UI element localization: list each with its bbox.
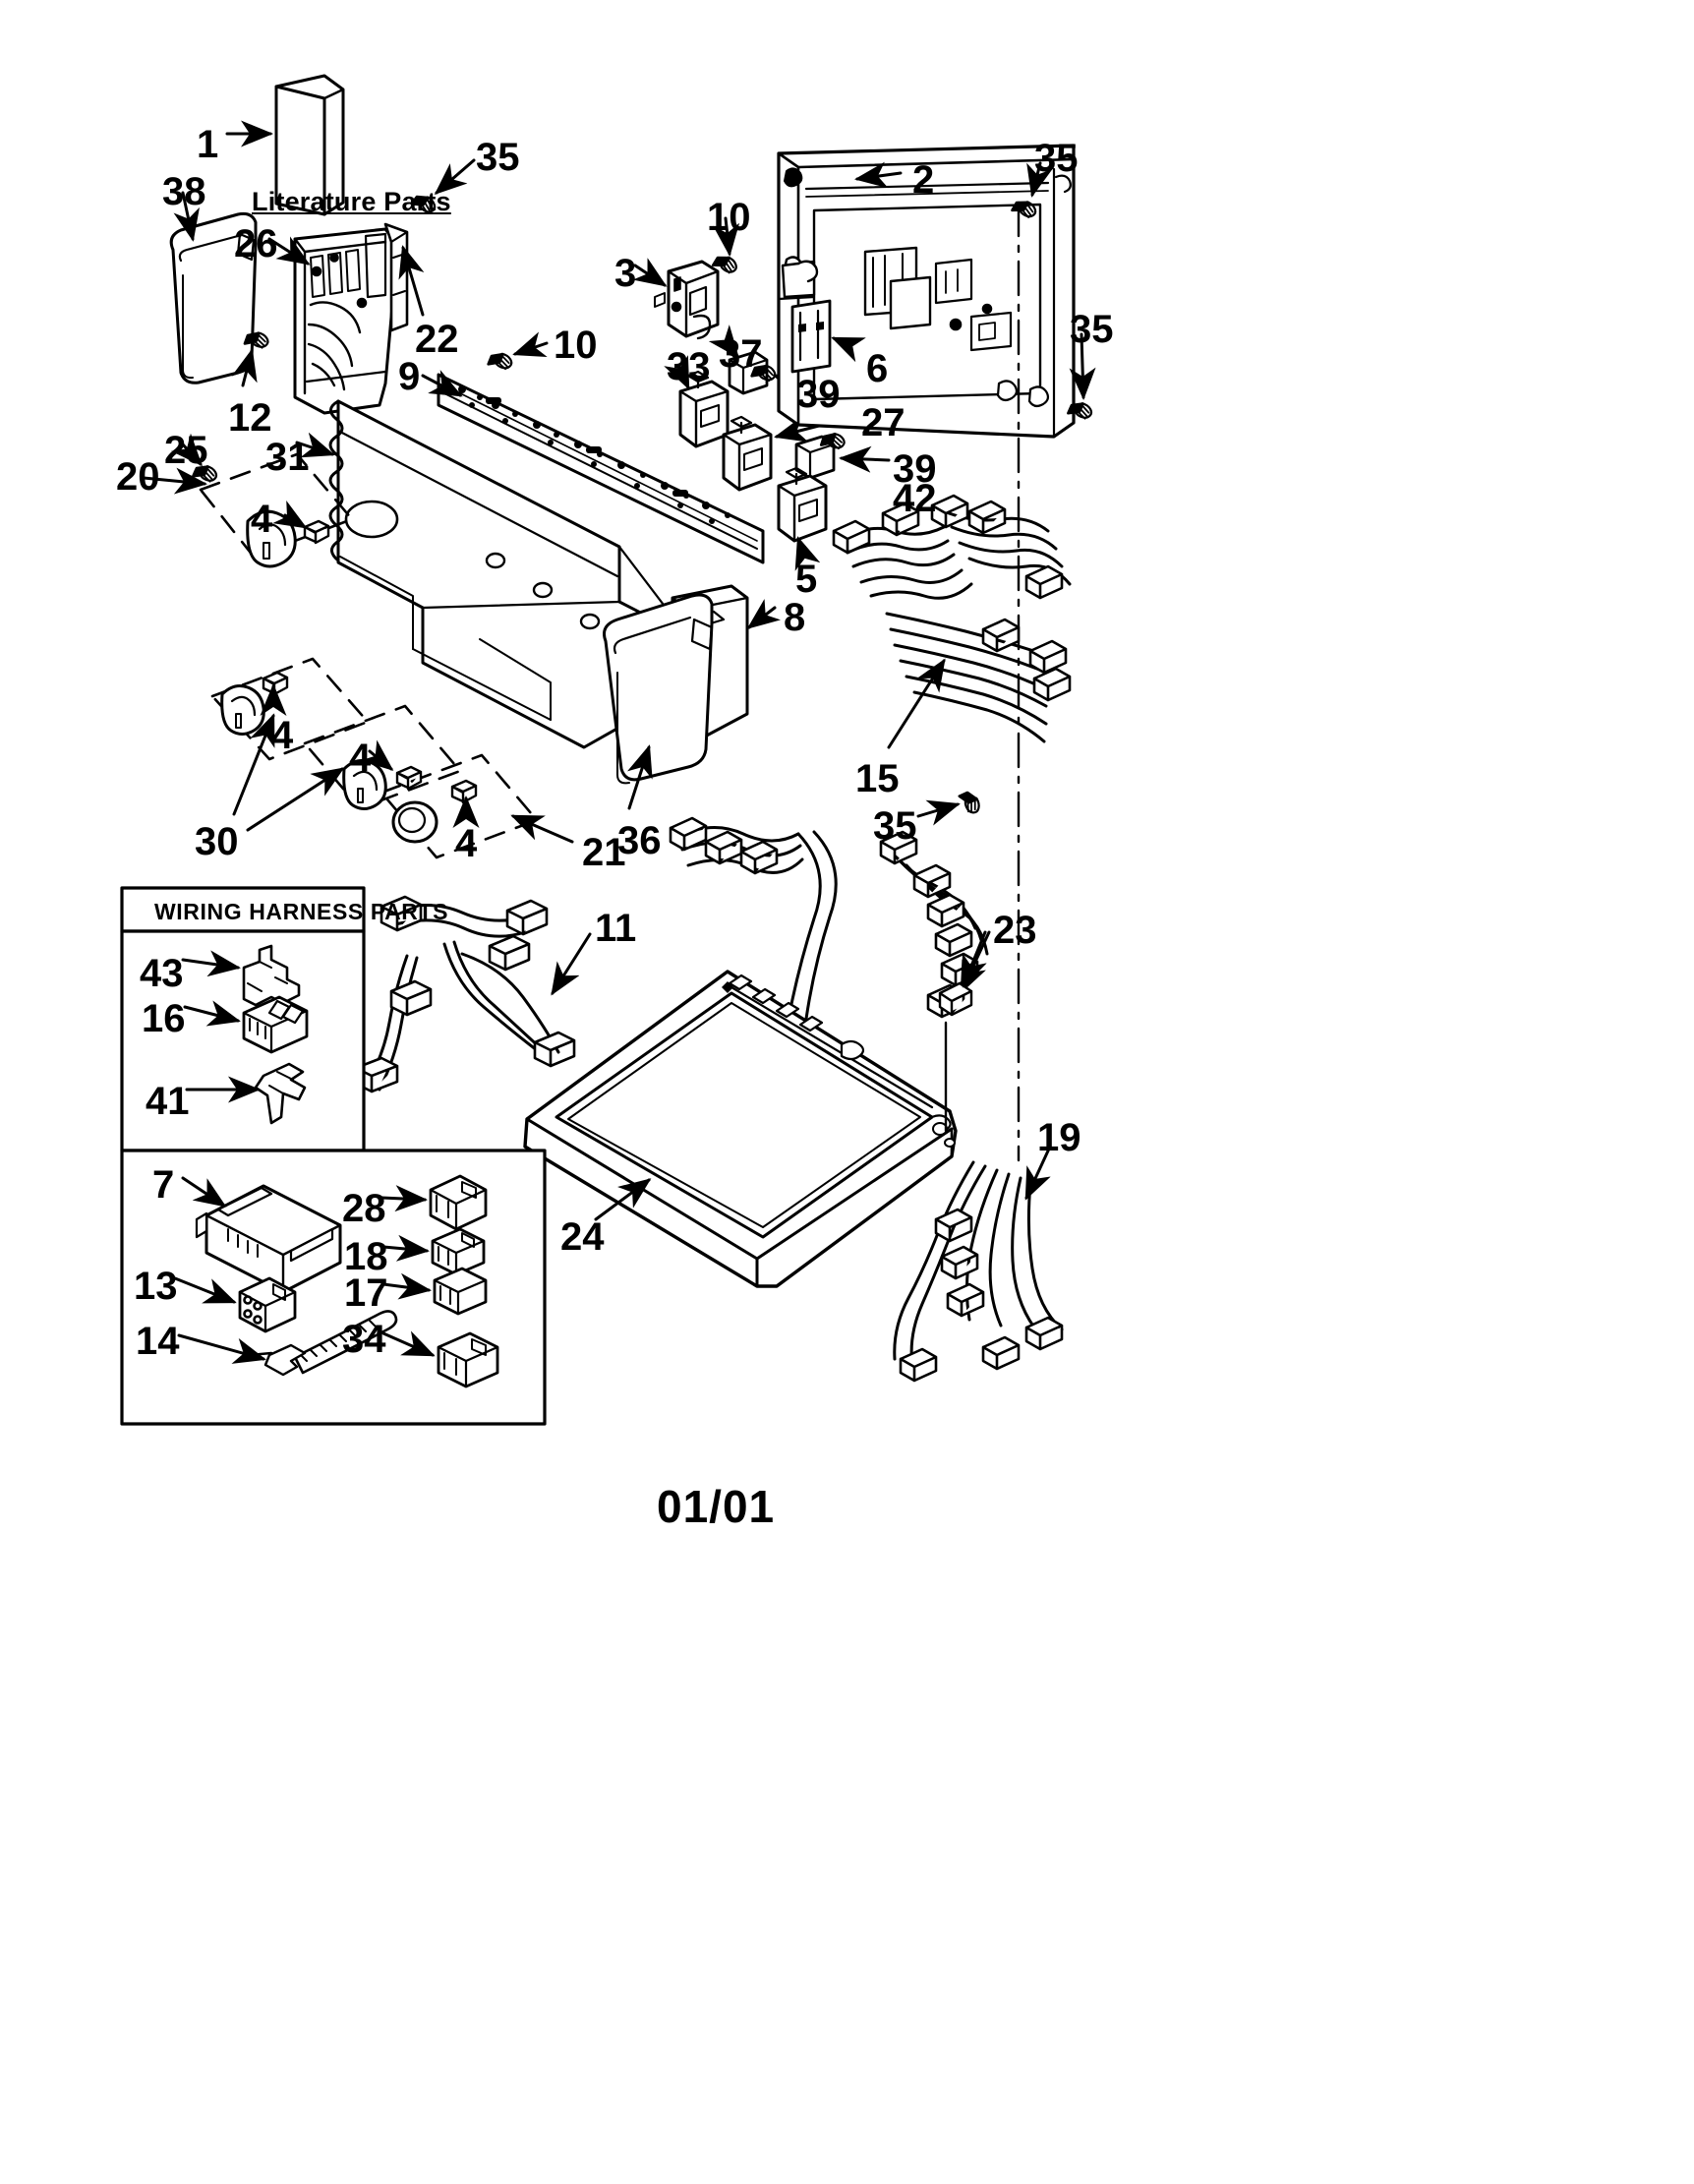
part-9-console-rail	[437, 373, 765, 564]
part-28-connector	[429, 1174, 488, 1231]
callout-35-d: 35	[873, 804, 917, 848]
callout-37: 37	[719, 332, 763, 376]
callout-7: 7	[152, 1163, 175, 1207]
callout-36: 36	[617, 819, 662, 862]
callout-26: 26	[234, 222, 278, 266]
group-20-dashed-box	[199, 452, 354, 559]
part-36-trim-handle	[603, 593, 714, 785]
part-knob-d	[391, 800, 438, 844]
part-27-switch	[722, 415, 773, 492]
callout-20: 20	[116, 455, 160, 499]
literature-parts-label: Literature Parts	[252, 187, 451, 216]
part-33-switch	[678, 370, 730, 448]
callout-3: 3	[614, 252, 637, 295]
callout-31: 31	[265, 436, 310, 479]
callout-16: 16	[142, 997, 186, 1040]
part-13-connector	[238, 1276, 297, 1333]
callout-39-a: 39	[796, 373, 841, 416]
callout-15: 15	[855, 757, 900, 800]
callout-4-d: 4	[455, 822, 478, 865]
callout-10-a: 10	[707, 196, 751, 239]
part-10-screw-b	[487, 348, 515, 374]
part-35-screw-d	[958, 789, 983, 817]
callout-2: 2	[912, 158, 935, 202]
part-5-switch	[777, 466, 828, 543]
callout-19: 19	[1037, 1116, 1081, 1159]
part-16-connector	[242, 995, 309, 1054]
callout-35-b: 35	[1034, 137, 1079, 180]
callout-8: 8	[784, 596, 806, 639]
part-23-harness-clip	[669, 816, 989, 1021]
callout-1: 1	[197, 123, 219, 166]
callout-25: 25	[164, 429, 208, 472]
part-4-collar-b	[262, 671, 289, 696]
part-37-terminal-block	[728, 350, 769, 395]
callout-35-a: 35	[476, 136, 520, 179]
part-7-connector-block	[195, 1184, 342, 1294]
wiring-harness-box-title: WIRING HARNESS PARTS	[154, 899, 449, 924]
part-14-cable-tie	[248, 1310, 398, 1377]
callout-24: 24	[560, 1215, 605, 1259]
callout-33: 33	[667, 345, 711, 388]
callout-9: 9	[398, 355, 421, 398]
part-26-control-module	[293, 227, 395, 415]
part-knob-b	[220, 684, 265, 736]
callout-38: 38	[162, 170, 206, 213]
callout-18: 18	[344, 1235, 388, 1278]
part-42-terminal-block	[794, 435, 836, 480]
part-11-wire-harness-center	[354, 895, 576, 1093]
part-17-connector	[433, 1267, 488, 1316]
part-19-wire-harness-lower	[893, 1160, 1064, 1383]
callout-41: 41	[146, 1080, 190, 1123]
part-34-connector	[437, 1331, 499, 1388]
callout-27: 27	[861, 401, 905, 444]
part-6-bracket	[790, 299, 832, 374]
part-23-clip	[938, 981, 973, 1017]
callout-5: 5	[795, 558, 818, 601]
callout-14: 14	[136, 1320, 180, 1363]
part-15-wire-harness-upper	[832, 494, 1072, 743]
callout-21: 21	[582, 831, 626, 874]
callout-28: 28	[342, 1187, 386, 1230]
callout-17: 17	[344, 1271, 388, 1315]
callout-12: 12	[228, 396, 272, 440]
part-43-terminal	[242, 944, 301, 1007]
callout-11: 11	[595, 907, 637, 950]
callout-6: 6	[866, 347, 889, 390]
part-2-rear-console-panel	[777, 144, 1076, 439]
part-3-timer-switch	[654, 260, 720, 340]
part-1-literature-booklet	[274, 74, 345, 216]
page-footer: 01/01	[657, 1481, 776, 1532]
callout-13: 13	[134, 1265, 178, 1308]
part-4-collar-a	[303, 519, 330, 545]
callout-10-b: 10	[554, 324, 598, 367]
callout-43: 43	[140, 952, 184, 995]
callout-35-c: 35	[1070, 308, 1114, 351]
callout-22: 22	[415, 318, 459, 361]
part-4-collar-d	[450, 779, 478, 804]
callout-4-c: 4	[349, 737, 372, 780]
callout-4-b: 4	[271, 714, 294, 757]
part-41-clip	[254, 1062, 307, 1125]
part-18-connector	[431, 1227, 486, 1276]
part-31-console-body	[328, 399, 690, 749]
callout-4-a: 4	[251, 498, 273, 541]
callout-23: 23	[993, 909, 1037, 952]
callout-39-b: 39	[893, 447, 937, 491]
callout-42: 42	[893, 477, 937, 520]
callout-30: 30	[195, 820, 239, 863]
callout-34: 34	[342, 1318, 386, 1361]
part-4-collar-c	[395, 765, 423, 791]
